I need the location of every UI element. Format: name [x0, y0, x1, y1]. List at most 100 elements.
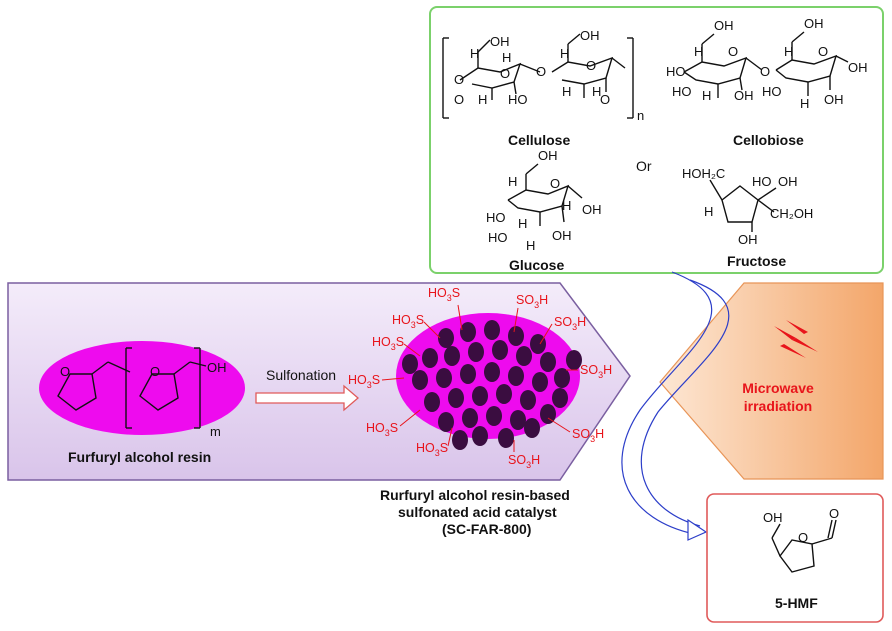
catalyst-dot: [484, 320, 500, 340]
svg-text:O: O: [760, 64, 770, 79]
svg-text:H: H: [518, 216, 527, 231]
sulfonic-label: HO3S: [372, 335, 404, 352]
catalyst-dot: [498, 428, 514, 448]
catalyst-line1: Rurfuryl alcohol resin-based: [380, 487, 570, 503]
svg-text:O: O: [550, 176, 560, 191]
svg-text:OH: OH: [778, 174, 798, 189]
svg-text:OH: OH: [714, 18, 734, 33]
resin-label: Furfuryl alcohol resin: [68, 449, 211, 465]
svg-text:OH: OH: [580, 28, 600, 43]
resin-oh: OH: [207, 360, 227, 375]
svg-text:OH: OH: [552, 228, 572, 243]
svg-text:H: H: [694, 44, 703, 59]
catalyst-dot: [448, 388, 464, 408]
catalyst-dot: [520, 390, 536, 410]
catalyst-dot: [492, 340, 508, 360]
svg-text:H: H: [704, 204, 713, 219]
catalyst-dot: [462, 408, 478, 428]
svg-text:O: O: [536, 64, 546, 79]
svg-text:OH: OH: [490, 34, 510, 49]
svg-text:HOH₂C: HOH₂C: [682, 166, 725, 181]
svg-text:HO: HO: [508, 92, 528, 107]
catalyst-dot: [424, 392, 440, 412]
catalyst-line3: (SC-FAR-800): [442, 521, 531, 537]
svg-text:H: H: [560, 46, 569, 61]
svg-text:O: O: [818, 44, 828, 59]
svg-text:H: H: [702, 88, 711, 103]
sulfonation-label: Sulfonation: [266, 367, 336, 383]
product-label: 5-HMF: [775, 595, 818, 611]
sulfonic-label: HO3S: [428, 286, 460, 303]
svg-text:OH: OH: [804, 16, 824, 31]
catalyst-dot: [516, 346, 532, 366]
catalyst-dot: [524, 418, 540, 438]
fructose-structure: HOH₂C HO OH H CH₂OH OH Fructose: [682, 166, 813, 269]
catalyst-dot: [438, 328, 454, 348]
cellulose-label: Cellulose: [508, 132, 570, 148]
svg-text:HO: HO: [488, 230, 508, 245]
svg-text:O: O: [728, 44, 738, 59]
sulfonic-label: HO3S: [366, 421, 398, 438]
catalyst-dot: [412, 370, 428, 390]
svg-text:OH: OH: [848, 60, 868, 75]
sulfonic-bond: [457, 304, 463, 331]
catalyst-dot: [530, 334, 546, 354]
svg-text:OH: OH: [582, 202, 602, 217]
microwave-line1: Microwave: [742, 380, 814, 396]
sulfonic-label: SO3H: [554, 315, 586, 332]
sulfonic-label: HO3S: [348, 373, 380, 390]
sulfonic-bond: [539, 323, 553, 345]
svg-text:H: H: [470, 46, 479, 61]
svg-text:H: H: [478, 92, 487, 107]
svg-text:O: O: [500, 66, 510, 81]
svg-text:OH: OH: [824, 92, 844, 107]
catalyst-dot: [554, 368, 570, 388]
svg-text:OH: OH: [734, 88, 754, 103]
svg-text:H: H: [502, 50, 511, 65]
catalyst-dot: [472, 426, 488, 446]
sulfonic-label: SO3H: [572, 427, 604, 444]
catalyst-dot: [508, 326, 524, 346]
conversion-arrow: [621, 271, 730, 541]
catalyst-dot: [552, 388, 568, 408]
svg-text:O: O: [454, 92, 464, 107]
sugar-substrates-box: O O OH OH H H O O H HO H O H O H n Cellu…: [429, 6, 884, 274]
svg-text:H: H: [784, 44, 793, 59]
svg-text:OH: OH: [738, 232, 758, 247]
catalyst-dot: [532, 372, 548, 392]
catalyst-dot: [486, 406, 502, 426]
cellobiose-label: Cellobiose: [733, 132, 804, 148]
svg-text:HO: HO: [762, 84, 782, 99]
svg-text:O: O: [798, 530, 808, 545]
svg-text:O: O: [600, 92, 610, 107]
microwave-line2: irradiation: [744, 398, 812, 414]
catalyst-line2: sulfonated acid catalyst: [398, 504, 557, 520]
svg-text:O: O: [586, 58, 596, 73]
catalyst-dot: [508, 366, 524, 386]
svg-text:OH: OH: [538, 148, 558, 163]
svg-text:H: H: [562, 198, 571, 213]
catalyst-dot: [452, 430, 468, 450]
resin-repeat-m: m: [210, 424, 221, 439]
svg-text:HO: HO: [666, 64, 686, 79]
hmf-o: O: [829, 506, 839, 521]
sulfonic-bond: [447, 427, 453, 447]
catalyst-dot: [422, 348, 438, 368]
svg-text:H: H: [526, 238, 535, 253]
svg-text:HO: HO: [752, 174, 772, 189]
catalyst-dot: [460, 364, 476, 384]
sulfonic-bond: [381, 377, 405, 381]
catalyst-dot: [444, 346, 460, 366]
svg-text:O: O: [454, 72, 464, 87]
sulfonic-bond: [547, 417, 571, 433]
microwave-arrow: Microwave irradiation: [659, 282, 884, 480]
catalyst-dot: [438, 412, 454, 432]
sulfonic-label: SO3H: [508, 453, 540, 470]
cellobiose-structure: OH OH HO H O O H O OH HO H OH HO H OH Ce…: [666, 16, 868, 148]
sulfonic-bond: [423, 321, 441, 339]
catalyst-dot: [496, 384, 512, 404]
catalyst-dot: [540, 352, 556, 372]
